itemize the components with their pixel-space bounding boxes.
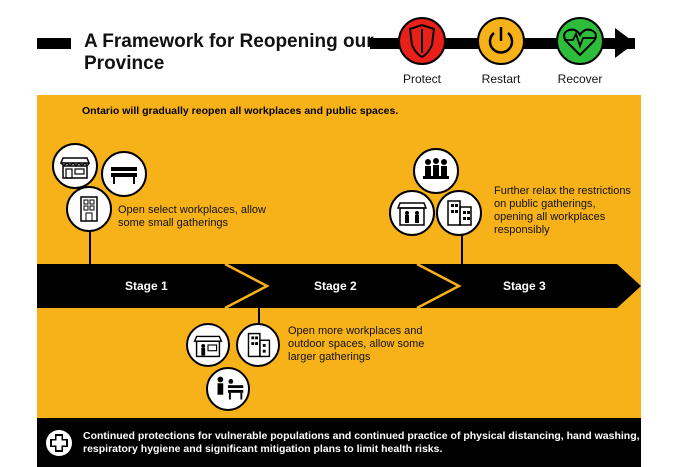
stage-arrow: [37, 264, 641, 308]
power-icon: [488, 32, 514, 54]
stage1-connector: [89, 228, 91, 266]
track-segment: [370, 38, 400, 49]
stage2-label: Stage 2: [314, 279, 357, 293]
shield-icon: [408, 23, 436, 59]
intro-text: Ontario will gradually reopen all workpl…: [82, 105, 399, 117]
stage1-building-circle: [66, 186, 112, 232]
office-building-icon: [447, 200, 472, 226]
phase-track: [370, 17, 635, 65]
track-segment: [425, 38, 635, 49]
people-bench-icon: [217, 376, 244, 400]
phase-label-restart: Restart: [481, 72, 521, 86]
park-bench-icon: [111, 167, 137, 184]
storefront-people-icon: [396, 202, 428, 226]
stage2-storefront-circle: [186, 323, 230, 367]
people-group-icon: [423, 158, 449, 179]
restart-circle: [477, 17, 525, 65]
stage2-connector: [258, 306, 260, 324]
stage3-label: Stage 3: [503, 279, 546, 293]
stage3-storefront-circle: [389, 190, 435, 236]
storefront-icon: [59, 157, 91, 179]
storefront-icon: [193, 335, 223, 358]
stage3-people-circle: [413, 148, 459, 194]
stage3-building-circle: [436, 190, 482, 236]
stage2-description: Open more workplaces and outdoor spaces,…: [288, 325, 425, 363]
phase-label-protect: Protect: [402, 72, 441, 86]
footer-banner: [37, 418, 641, 467]
stage2-building-circle: [236, 323, 280, 367]
page-title: A Framework for Reopening our Province: [84, 31, 374, 74]
office-building-icon: [80, 196, 98, 222]
stage1-label: Stage 1: [125, 279, 168, 293]
stage1-description: Open select workplaces, allow some small…: [118, 204, 266, 229]
header-bar-left: [37, 38, 71, 49]
heart-pulse-icon: [563, 28, 597, 57]
stage-band: [37, 264, 641, 308]
stage3-description: Further relax the restrictions on public…: [494, 185, 631, 236]
recover-circle: [556, 17, 604, 65]
stage1-bench-circle: [101, 151, 147, 197]
phase-label-recover: Recover: [557, 72, 603, 86]
stage3-connector: [461, 228, 463, 266]
stage2-bench-circle: [206, 367, 250, 411]
footer-text: Continued protections for vulnerable pop…: [83, 430, 640, 455]
stage-chevron-1: [224, 264, 270, 308]
office-building-icon: [247, 332, 271, 358]
stage-chevron-2: [416, 264, 462, 308]
protect-circle: [398, 17, 446, 65]
stage1-storefront-circle: [52, 143, 98, 189]
track-arrow: [615, 28, 635, 58]
plus-cross-icon: [46, 430, 72, 456]
